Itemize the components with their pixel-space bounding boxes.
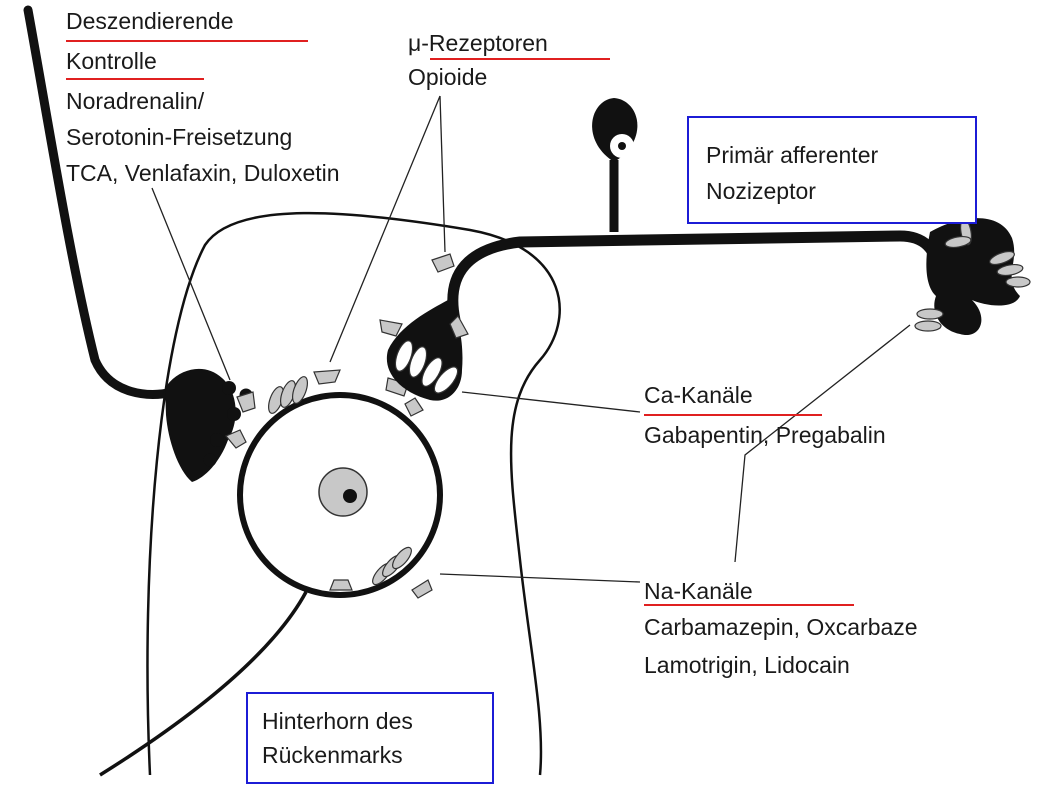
underline [430,58,610,60]
nerve-ending-channel [915,321,941,331]
descending-line-3: TCA, Venlafaxin, Duloxetin [66,160,340,187]
mu-title: μ-Rezeptoren [408,30,548,57]
leader-line-na [440,574,640,582]
mu-receptor [432,254,454,272]
na-drugs-1: Carbamazepin, Oxcarbaze [644,614,918,641]
ca-drugs: Gabapentin, Pregabalin [644,422,886,449]
afferent-axon [453,236,938,320]
vesicle [222,381,236,395]
leader-line-ca [462,392,640,412]
descending-title-1: Deszendierende [66,8,234,35]
nucleolus [343,489,357,503]
receptor-cup [330,580,352,590]
mu-receptor [380,320,402,336]
underline [644,604,854,606]
afferent-line-1: Primär afferenter [706,142,878,169]
dorsal-horn-label-box [246,692,494,784]
vesicle [210,433,224,447]
descending-line-2: Serotonin-Freisetzung [66,124,292,151]
descending-line-1: Noradrenalin/ [66,88,204,115]
dorsal-horn-line-1: Hinterhorn des [262,708,413,735]
receptor-cup [405,398,423,416]
underline [644,414,822,416]
nerve-ending-channel [917,309,943,319]
dorsal-horn-line-2: Rückenmarks [262,742,403,769]
vesicle [204,454,217,467]
underline [66,40,308,42]
na-title: Na-Kanäle [644,578,753,605]
afferent-label-box [687,116,977,224]
leader-line-mu-2 [440,96,445,252]
leader-line-descending [152,188,230,380]
receptor-cup [412,580,432,598]
ca-title: Ca-Kanäle [644,382,753,409]
afferent-line-2: Nozizeptor [706,178,816,205]
vesicle [227,407,241,421]
nerve-ending-channel [1006,277,1030,287]
mu-drug: Opioide [408,64,487,91]
soma-nucleolus [618,142,626,150]
descending-title-2: Kontrolle [66,48,157,75]
nucleus [319,468,367,516]
mu-receptor [314,370,340,384]
na-drugs-2: Lamotrigin, Lidocain [644,652,850,679]
underline [66,78,204,80]
